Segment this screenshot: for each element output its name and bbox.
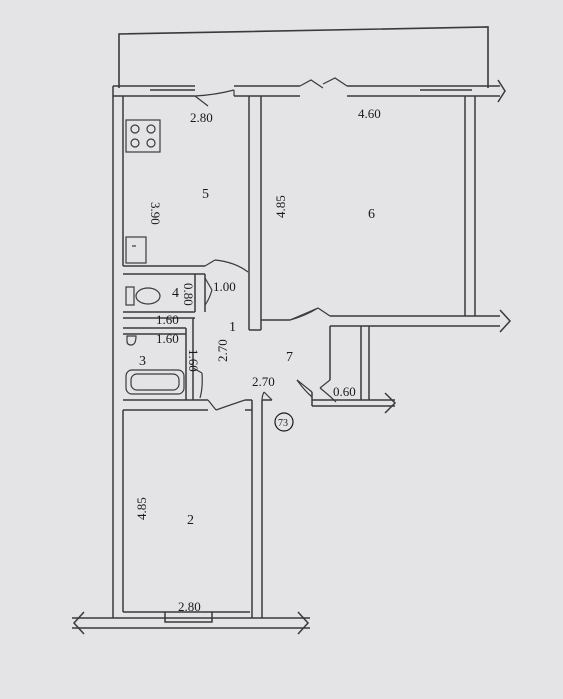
- stove: [125, 119, 161, 153]
- dim-hall-width: 2.70: [252, 374, 275, 389]
- dim-bath-length: 1.60: [186, 349, 201, 372]
- room-label-6: 6: [368, 207, 375, 222]
- unit-number-badge: [274, 412, 294, 432]
- dim-toilet-width: 1.00: [213, 279, 236, 294]
- dim-room6-width: 4.60: [358, 106, 381, 121]
- room-label-5: 5: [202, 187, 209, 202]
- doors: [192, 77, 348, 411]
- dim-toilet-length: 0.80: [181, 283, 196, 306]
- room-label-1: 1: [229, 320, 236, 335]
- unit-number: 73: [278, 418, 288, 429]
- balcony: [118, 26, 489, 88]
- toilet-fixture: [125, 286, 161, 306]
- dim-toilet-side: 1.60: [156, 312, 179, 327]
- dim-room2-width: 2.80: [178, 599, 201, 614]
- dim-corridor1-length: 2.70: [215, 339, 230, 362]
- dim-room2-length: 4.85: [134, 497, 149, 520]
- bathtub: [125, 369, 185, 395]
- room-label-2: 2: [187, 513, 194, 528]
- room-label-4: 4: [172, 286, 179, 301]
- dim-kitchen-length: 3.90: [148, 202, 163, 225]
- room-label-3: 3: [139, 354, 146, 369]
- outer-walls: [72, 79, 506, 635]
- interior-walls: [123, 96, 512, 618]
- dim-room6-length: 4.85: [273, 195, 288, 218]
- room-label-7: 7: [286, 350, 293, 365]
- dim-closet-width: 0.60: [333, 384, 356, 399]
- dim-bath-width: 1.60: [156, 331, 179, 346]
- kitchen-sink: [125, 236, 147, 264]
- dim-kitchen-width: 2.80: [190, 110, 213, 125]
- washbasin: [126, 335, 137, 346]
